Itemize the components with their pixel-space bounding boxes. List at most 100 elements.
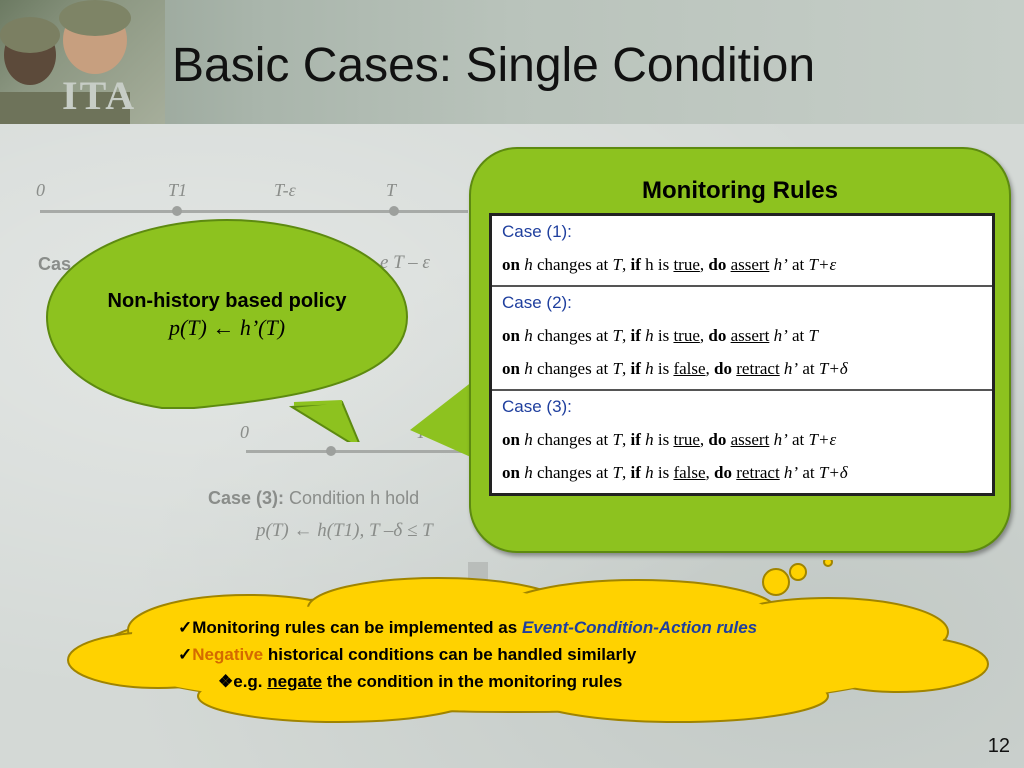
var-h: h (524, 463, 533, 482)
rule-line: on h changes at T, if h is true, do asse… (502, 326, 818, 345)
monitoring-rules-table: Case (1): on h changes at T, if h is tru… (489, 213, 995, 496)
action-assert: assert (730, 326, 770, 345)
kw-do: do (714, 463, 733, 482)
policy-formula: p(T) ← h’(T) (168, 315, 286, 340)
rule-case-1: Case (1): on h changes at T, if h is tru… (492, 216, 992, 287)
var-h: h (524, 359, 533, 378)
time-expr: T+δ (818, 359, 848, 378)
ita-logo: ITA (0, 0, 165, 124)
time-expr: T+δ (818, 463, 848, 482)
var-t: T (612, 430, 622, 449)
case3-formula: p(T) ← h(T1), T –δ ≤ T (256, 520, 433, 541)
page-number: 12 (987, 735, 1010, 757)
value-true: true (673, 430, 700, 449)
timeline-dot (326, 446, 336, 456)
case3-caption: Case (3): Condition h hold (208, 488, 419, 509)
kw-if: if (630, 463, 641, 482)
text: at (792, 255, 805, 274)
slide-title: Basic Cases: Single Condition (172, 39, 816, 92)
diamond-bullet-icon: ❖ (218, 672, 234, 691)
soldiers-image (0, 0, 131, 124)
rule-line: on h changes at T, if h is true, do asse… (502, 430, 837, 449)
rule-line: on h changes at T, if h is false, do ret… (502, 463, 848, 482)
speech-bubble-content: Non-history based policy p(T) ← h’(T) (42, 290, 412, 341)
text: at (802, 359, 815, 378)
time-expr: T (808, 326, 818, 345)
kw-if: if (630, 359, 641, 378)
var-h: h (645, 326, 654, 345)
text: is (657, 430, 670, 449)
kw-do: do (708, 255, 727, 274)
timeline-dot (389, 206, 399, 216)
var-h-prime: h’ (773, 430, 788, 449)
text: is (657, 326, 670, 345)
text: at (792, 326, 805, 345)
timeline-label-t-epsilon: T-ε (274, 180, 296, 200)
kw-if: if (630, 326, 641, 345)
kw-on: on (502, 255, 520, 274)
kw-do: do (708, 326, 727, 345)
kw-on: on (502, 463, 520, 482)
var-h: h (524, 326, 533, 345)
checkmark-icon: ✓ (178, 618, 193, 637)
text: at (792, 430, 805, 449)
timeline-dot (172, 206, 182, 216)
bullet-text: e.g. (233, 672, 268, 691)
policy-title: Non-history based policy (107, 290, 347, 312)
var-t: T (612, 255, 622, 274)
logo-text: ITA (62, 73, 137, 118)
var-h-prime: h’ (783, 359, 799, 378)
text: at (802, 463, 815, 482)
rule-case-3: Case (3): on h changes at T, if h is tru… (492, 391, 992, 493)
text: changes at (536, 326, 609, 345)
var-t: T (612, 359, 622, 378)
case-label: Case (2): (502, 293, 572, 312)
negate-underlined: negate (267, 672, 323, 691)
text: changes at (536, 430, 609, 449)
case-label: Case (3): (502, 397, 572, 416)
case-label: Case (1): (502, 222, 572, 241)
time-expr: T+ε (808, 430, 837, 449)
var-h: h (645, 359, 654, 378)
slide-header: ITA Basic Cases: Single Condition (0, 0, 1024, 126)
text: changes at (536, 255, 609, 274)
var-h: h (645, 463, 654, 482)
action-retract: retract (736, 463, 780, 482)
kw-do: do (708, 430, 727, 449)
bullet-text: historical conditions can be handled sim… (263, 645, 637, 664)
action-assert: assert (730, 255, 770, 274)
negative-highlight: Negative (192, 645, 264, 664)
text: is (657, 463, 670, 482)
var-h: h (524, 255, 533, 274)
var-h: h (645, 430, 654, 449)
bullet-1: ✓Monitoring rules can be implemented as … (178, 614, 878, 641)
speech-bubble (45, 218, 409, 442)
text: changes at (536, 359, 609, 378)
var-h-prime: h’ (773, 255, 788, 274)
value-false: false (673, 463, 706, 482)
rule-case-2: Case (2): on h changes at T, if h is tru… (492, 287, 992, 391)
timeline-label-t1: T1 (168, 180, 188, 200)
var-h-prime: h’ (783, 463, 799, 482)
action-retract: retract (736, 359, 780, 378)
value-false: false (673, 359, 706, 378)
cloud-content: ✓Monitoring rules can be implemented as … (178, 614, 878, 695)
monitoring-rules-title: Monitoring Rules (642, 177, 838, 204)
timeline-axis-bottom (246, 450, 466, 453)
kw-on: on (502, 326, 520, 345)
kw-on: on (502, 359, 520, 378)
kw-do: do (714, 359, 733, 378)
timeline2-label-0: 0 (240, 422, 249, 442)
kw-if: if (630, 255, 641, 274)
text: is (657, 359, 670, 378)
kw-if: if (630, 430, 641, 449)
bullet-2: ✓Negative historical conditions can be h… (178, 641, 878, 668)
value-true: true (673, 255, 700, 274)
kw-on: on (502, 430, 520, 449)
text: changes at (536, 463, 609, 482)
bullet-3: ❖e.g. negate the condition in the monito… (178, 668, 878, 695)
var-t: T (612, 463, 622, 482)
checkmark-icon: ✓ (178, 645, 193, 664)
ecarules-highlight: Event-Condition-Action rules (521, 618, 758, 637)
monitoring-rules-callout: Monitoring Rules Case (1): on h changes … (469, 147, 1011, 553)
